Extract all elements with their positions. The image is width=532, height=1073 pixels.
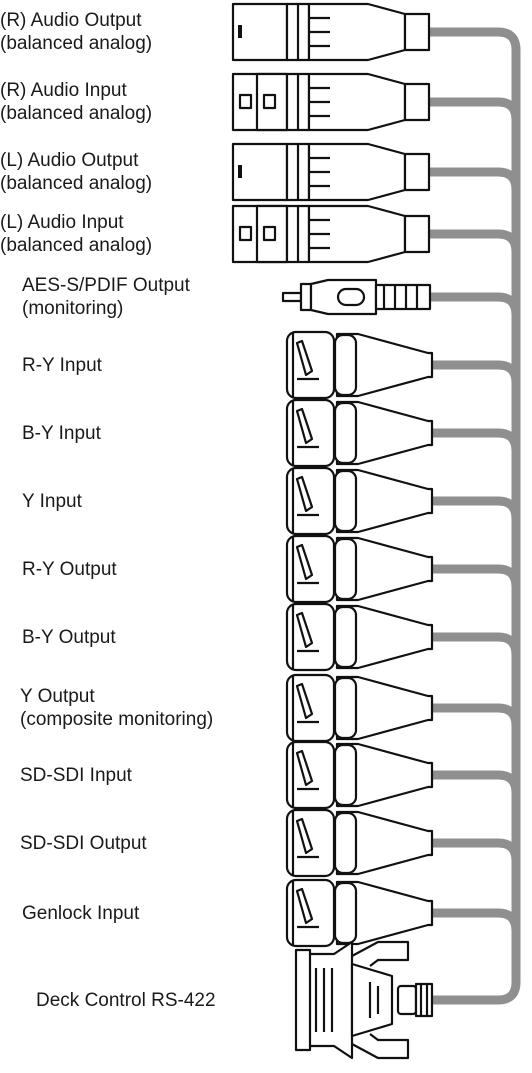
cable-branch xyxy=(432,908,521,932)
connector-deck-control xyxy=(294,940,434,1060)
label-line: R-Y Input xyxy=(22,354,102,376)
label-line: (L) Audio Output xyxy=(0,150,139,171)
label-line: (R) Audio Input xyxy=(0,80,127,101)
connector-l-audio-in xyxy=(231,204,431,264)
connector-label-y-out: Y Output(composite monitoring) xyxy=(20,685,213,731)
cable-branch xyxy=(430,292,521,316)
label-line: (balanced analog) xyxy=(0,103,153,124)
label-line: (L) Audio Input xyxy=(0,212,124,233)
connector-ry-out xyxy=(285,534,434,604)
label-line: B-Y Input xyxy=(22,422,101,444)
connector-sdi-out xyxy=(285,808,434,878)
label-line: (balanced analog) xyxy=(0,33,153,54)
label-line: B-Y Output xyxy=(22,626,116,648)
connector-y-in xyxy=(285,466,434,536)
connector-by-in xyxy=(285,398,434,468)
cable-bundle xyxy=(429,27,521,1005)
connector-label-l-audio-out: (L) Audio Output(balanced analog) xyxy=(0,149,152,195)
connector-label-genlock-in: Genlock Input xyxy=(22,902,139,925)
connector-aes-spdif-out xyxy=(281,278,432,316)
label-line: (balanced analog) xyxy=(0,173,153,194)
connector-label-l-audio-in: (L) Audio Input(balanced analog) xyxy=(0,211,152,257)
label-line: (R) Audio Output xyxy=(0,10,142,31)
connector-label-ry-out: R-Y Output xyxy=(22,558,117,581)
connectors xyxy=(231,2,434,1060)
cable-branch xyxy=(432,360,521,384)
connector-label-r-audio-in: (R) Audio Input(balanced analog) xyxy=(0,79,152,125)
connector-label-deck-control: Deck Control RS-422 xyxy=(36,989,216,1012)
connector-label-ry-in: R-Y Input xyxy=(22,354,102,377)
cable-branch xyxy=(429,167,521,191)
label-line: R-Y Output xyxy=(22,558,117,580)
cable-branch xyxy=(432,632,521,656)
label-line: SD-SDI Output xyxy=(20,832,147,854)
label-line: Deck Control RS-422 xyxy=(36,989,216,1011)
label-line: (composite monitoring) xyxy=(20,709,214,730)
cable-branch xyxy=(429,97,521,121)
cable-branch xyxy=(432,981,521,1005)
connector-y-out xyxy=(285,673,434,743)
label-line: (monitoring) xyxy=(22,298,124,319)
connector-ry-in xyxy=(285,330,434,400)
connector-r-audio-in xyxy=(231,72,431,132)
cable-branch xyxy=(429,229,521,253)
label-line: SD-SDI Input xyxy=(20,764,132,786)
connector-label-y-in: Y Input xyxy=(22,490,82,513)
label-line: AES-S/PDIF Output xyxy=(22,275,190,296)
connector-label-sdi-out: SD-SDI Output xyxy=(20,832,147,855)
connector-label-aes-spdif-out: AES-S/PDIF Output(monitoring) xyxy=(22,274,190,320)
connector-by-out xyxy=(285,602,434,672)
cable-branch xyxy=(432,428,521,452)
connector-label-by-in: B-Y Input xyxy=(22,422,101,445)
connector-r-audio-out xyxy=(231,2,431,62)
connector-genlock-in xyxy=(285,878,434,948)
label-line: Y Input xyxy=(22,490,82,512)
connector-sdi-in xyxy=(285,740,434,810)
connector-l-audio-out xyxy=(231,142,431,202)
cable-branch xyxy=(429,27,521,51)
cable-branch xyxy=(432,703,521,727)
cable-branch xyxy=(432,564,521,588)
connector-label-by-out: B-Y Output xyxy=(22,626,116,649)
label-line: (balanced analog) xyxy=(0,235,153,256)
connector-label-r-audio-out: (R) Audio Output(balanced analog) xyxy=(0,9,152,55)
connector-label-sdi-in: SD-SDI Input xyxy=(20,764,132,787)
cable-branch xyxy=(432,496,521,520)
cable-branch xyxy=(432,770,521,794)
label-line: Y Output xyxy=(20,686,95,707)
label-line: Genlock Input xyxy=(22,902,140,924)
cable-branch xyxy=(432,838,521,862)
